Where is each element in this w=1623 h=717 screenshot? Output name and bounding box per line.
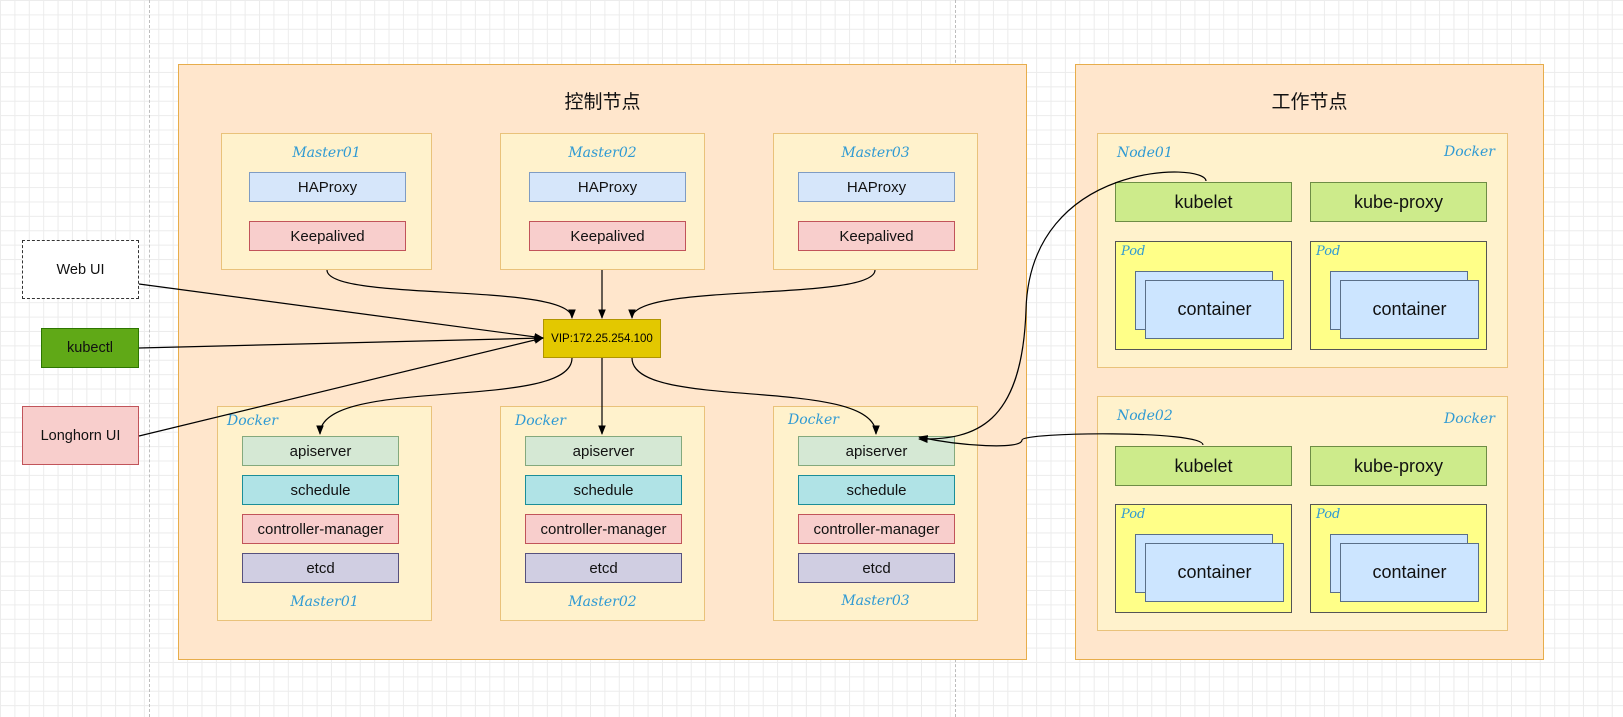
master03-keepalived[interactable]: Keepalived <box>798 221 955 251</box>
node02-runtime-label: Docker <box>1444 411 1495 427</box>
node02-kubelet[interactable]: kubelet <box>1115 446 1292 486</box>
master01-control-group[interactable]: Docker apiserver schedule controller-man… <box>217 406 432 621</box>
master02-controller-manager[interactable]: controller-manager <box>525 514 682 544</box>
master02-etcd[interactable]: etcd <box>525 553 682 583</box>
master03-control-group[interactable]: Docker apiserver schedule controller-man… <box>773 406 978 621</box>
node02-group[interactable]: Node02 Docker kubelet kube-proxy Pod con… <box>1097 396 1508 631</box>
master01-schedule[interactable]: schedule <box>242 475 399 505</box>
master01-lb-label: Master01 <box>292 145 361 161</box>
master02-lb-label: Master02 <box>568 145 637 161</box>
master03-apiserver[interactable]: apiserver <box>798 436 955 466</box>
guide-line-left <box>149 0 150 717</box>
master03-schedule[interactable]: schedule <box>798 475 955 505</box>
node02-pod-2[interactable]: Pod container <box>1310 504 1487 613</box>
master03-runtime-label: Docker <box>788 412 839 428</box>
node01-runtime-label: Docker <box>1444 144 1495 160</box>
node01-pod-1[interactable]: Pod container <box>1115 241 1292 350</box>
master03-lb-group[interactable]: Master03 HAProxy Keepalived <box>773 133 978 270</box>
node01-kubelet[interactable]: kubelet <box>1115 182 1292 222</box>
node01-pod-2-label: Pod <box>1316 244 1341 259</box>
master01-name-label: Master01 <box>290 594 359 610</box>
master03-haproxy[interactable]: HAProxy <box>798 172 955 202</box>
master02-haproxy[interactable]: HAProxy <box>529 172 686 202</box>
node01-pod-2[interactable]: Pod container <box>1310 241 1487 350</box>
node01-pod-2-container[interactable]: container <box>1340 280 1479 339</box>
master02-apiserver[interactable]: apiserver <box>525 436 682 466</box>
kubectl-box[interactable]: kubectl <box>41 328 139 368</box>
node02-pod-2-label: Pod <box>1316 507 1341 522</box>
master02-keepalived[interactable]: Keepalived <box>529 221 686 251</box>
master03-etcd[interactable]: etcd <box>798 553 955 583</box>
master03-lb-label: Master03 <box>841 145 910 161</box>
master02-runtime-label: Docker <box>515 413 566 429</box>
master02-lb-group[interactable]: Master02 HAProxy Keepalived <box>500 133 705 270</box>
node02-kube-proxy[interactable]: kube-proxy <box>1310 446 1487 486</box>
worker-plane-title: 工作节点 <box>1271 92 1348 113</box>
master01-apiserver[interactable]: apiserver <box>242 436 399 466</box>
node02-pod-2-container[interactable]: container <box>1340 543 1479 602</box>
node02-pod-1-container[interactable]: container <box>1145 543 1284 602</box>
master03-controller-manager[interactable]: controller-manager <box>798 514 955 544</box>
master02-control-group[interactable]: Docker apiserver schedule controller-man… <box>500 406 705 621</box>
master01-keepalived[interactable]: Keepalived <box>249 221 406 251</box>
web-ui-box[interactable]: Web UI <box>22 240 139 299</box>
node02-pod-1[interactable]: Pod container <box>1115 504 1292 613</box>
longhorn-ui-box[interactable]: Longhorn UI <box>22 406 139 465</box>
master01-etcd[interactable]: etcd <box>242 553 399 583</box>
vip-box[interactable]: VIP:172.25.254.100 <box>543 319 661 358</box>
node01-pod-1-label: Pod <box>1121 244 1146 259</box>
master01-controller-manager[interactable]: controller-manager <box>242 514 399 544</box>
node01-pod-1-container[interactable]: container <box>1145 280 1284 339</box>
node02-pod-1-label: Pod <box>1121 507 1146 522</box>
node02-label: Node02 <box>1117 408 1173 424</box>
node01-kube-proxy[interactable]: kube-proxy <box>1310 182 1487 222</box>
master01-runtime-label: Docker <box>227 413 278 429</box>
node01-group[interactable]: Node01 Docker kubelet kube-proxy Pod con… <box>1097 133 1508 368</box>
master03-name-label: Master03 <box>841 593 910 609</box>
control-plane-title: 控制节点 <box>564 92 641 113</box>
master02-schedule[interactable]: schedule <box>525 475 682 505</box>
master02-name-label: Master02 <box>568 594 637 610</box>
master01-haproxy[interactable]: HAProxy <box>249 172 406 202</box>
node01-label: Node01 <box>1117 145 1173 161</box>
master01-lb-group[interactable]: Master01 HAProxy Keepalived <box>221 133 432 270</box>
